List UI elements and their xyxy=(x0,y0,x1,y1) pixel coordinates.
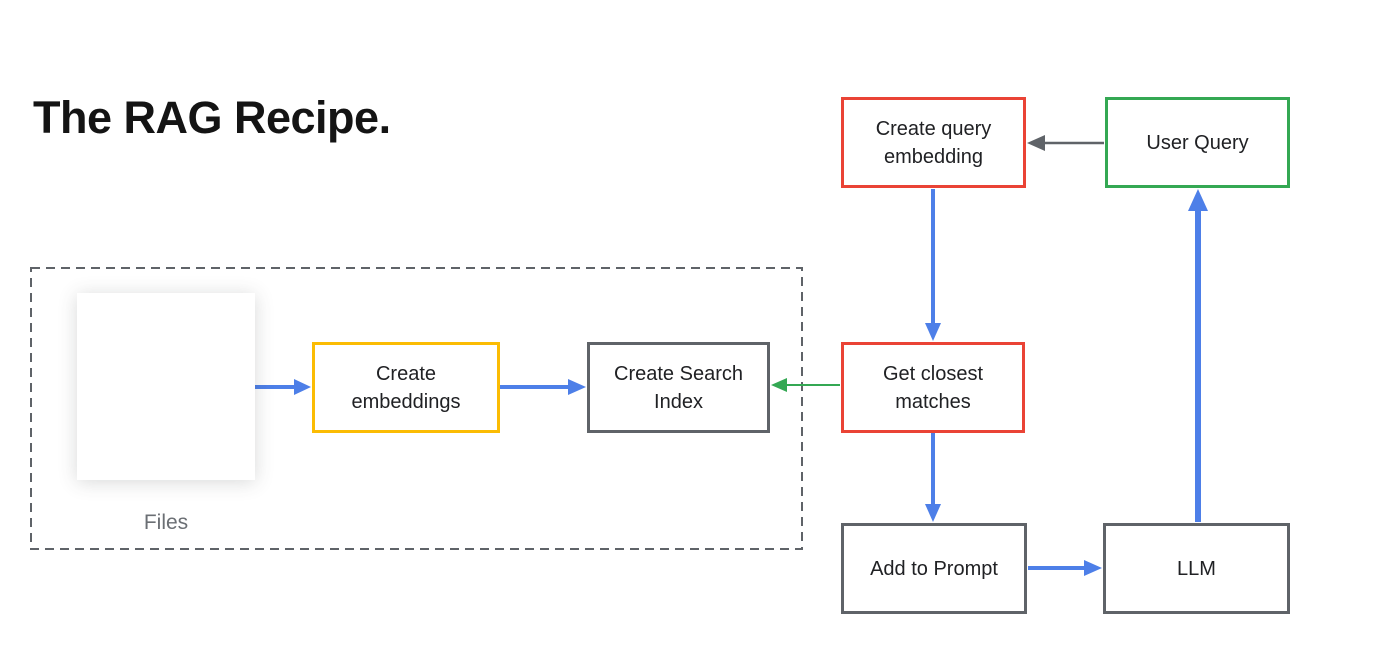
file-card xyxy=(77,293,255,480)
arrow-create-query-embedding-to-get-closest-matches xyxy=(925,189,941,341)
node-add-to-prompt: Add to Prompt xyxy=(841,523,1027,614)
node-llm: LLM xyxy=(1103,523,1290,614)
node-label: Create Search Index xyxy=(614,362,743,413)
node-create-search-index: Create Search Index xyxy=(587,342,770,433)
node-label: User Query xyxy=(1146,131,1249,154)
node-label: LLM xyxy=(1177,557,1216,580)
page-title: The RAG Recipe. xyxy=(33,92,391,143)
arrow-get-closest-matches-to-add-to-prompt xyxy=(925,433,941,522)
arrow-files-to-create-embeddings xyxy=(252,379,311,395)
arrow-create-embeddings-to-create-search-index xyxy=(500,379,586,395)
node-label: Add to Prompt xyxy=(870,557,998,580)
node-create-query-embedding: Create query embedding xyxy=(841,97,1026,188)
node-label: Get closest matches xyxy=(882,362,984,413)
files-group-label: Files xyxy=(143,511,189,534)
node-user-query: User Query xyxy=(1105,97,1290,188)
node-label: Create embeddings xyxy=(351,362,461,413)
arrow-user-query-to-create-query-embedding xyxy=(1027,135,1104,151)
node-create-embeddings: Create embeddings xyxy=(312,342,500,433)
arrow-get-closest-matches-to-create-search-index xyxy=(771,378,840,392)
node-get-closest-matches: Get closest matches xyxy=(841,342,1025,433)
arrow-add-to-prompt-to-llm xyxy=(1028,560,1102,576)
node-label: Create query embedding xyxy=(875,117,992,168)
arrow-llm-to-user-query xyxy=(1188,189,1208,522)
